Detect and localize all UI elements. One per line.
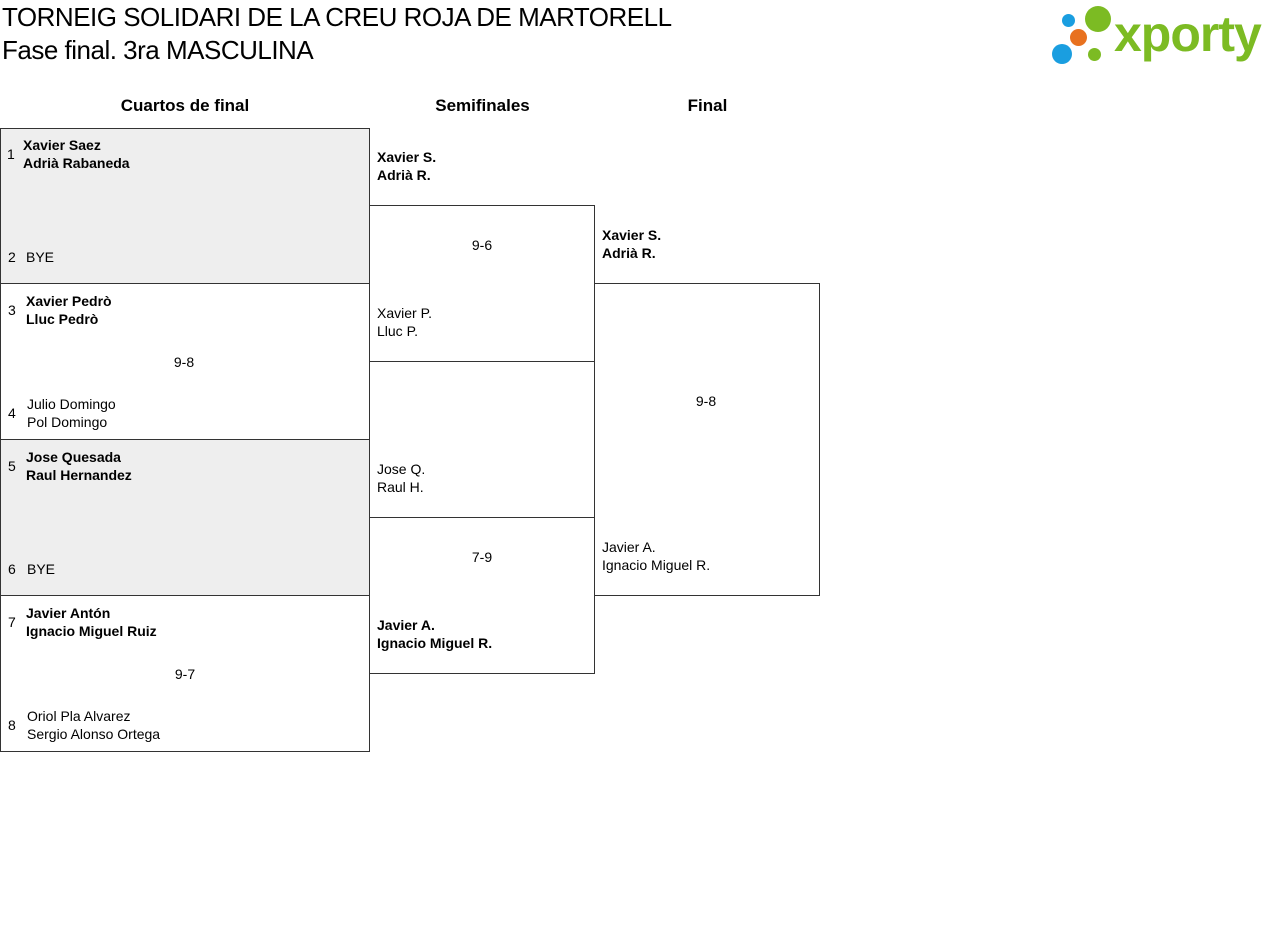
logo-text: xporty <box>1114 6 1262 62</box>
qf4-top-player-1: Javier Antón <box>26 605 111 621</box>
qf3-top-player-1: Jose Quesada <box>26 449 121 465</box>
sf2-bottom-player-2: Ignacio Miguel R. <box>377 635 493 651</box>
tournament-title: TORNEIG SOLIDARI DE LA CREU ROJA DE MART… <box>2 2 672 32</box>
sf2-top-player-2: Raul H. <box>377 479 424 495</box>
qf3-bye-label: BYE <box>27 561 56 577</box>
qf-match-3[interactable] <box>0 439 370 596</box>
qf4-top-player-2: Ignacio Miguel Ruiz <box>26 623 157 639</box>
seed-number: 7 <box>8 614 16 630</box>
seed-number: 3 <box>8 302 16 318</box>
logo-green-dot <box>1085 6 1111 32</box>
final-bottom-player-2: Ignacio Miguel R. <box>602 557 711 573</box>
seed-number: 5 <box>8 458 16 474</box>
final-top-player-1: Xavier S. <box>602 227 662 243</box>
seed-number: 8 <box>8 717 16 733</box>
logo-blue-dot <box>1062 14 1075 27</box>
qf4-bottom-player-1: Oriol Pla Alvarez <box>27 708 131 724</box>
sf1-score: 9-6 <box>471 237 493 253</box>
qf3-top-player-2: Raul Hernandez <box>26 467 132 483</box>
round-header-final: Final <box>687 96 728 115</box>
final-match[interactable] <box>594 283 820 596</box>
logo-green-dot-small <box>1088 48 1101 61</box>
logo-orange-dot <box>1070 29 1087 46</box>
seed-number: 2 <box>8 249 16 265</box>
sf1-bottom-player-1: Xavier P. <box>377 305 432 321</box>
qf4-score: 9-7 <box>174 666 196 682</box>
sf1-top-player-1: Xavier S. <box>377 149 437 165</box>
tournament-subtitle: Fase final. 3ra MASCULINA <box>2 35 314 65</box>
seed-number: 1 <box>7 146 15 162</box>
xporty-logo[interactable]: xporty <box>1050 4 1278 68</box>
qf2-score: 9-8 <box>173 354 195 370</box>
final-score: 9-8 <box>695 393 717 409</box>
sf2-top-player-1: Jose Q. <box>377 461 426 477</box>
sf2-bottom-player-1: Javier A. <box>377 617 435 633</box>
round-header-semifinals: Semifinales <box>435 96 530 115</box>
round-header-quarterfinals: Cuartos de final <box>120 96 250 115</box>
qf2-bottom-player-1: Julio Domingo <box>27 396 116 412</box>
sf1-bottom-player-2: Lluc P. <box>377 323 418 339</box>
final-bottom-player-1: Javier A. <box>602 539 656 555</box>
qf-match-1[interactable] <box>0 128 370 284</box>
seed-number: 4 <box>8 405 16 421</box>
logo-blue-dot-large <box>1052 44 1072 64</box>
qf2-bottom-player-2: Pol Domingo <box>27 414 108 430</box>
sf2-score: 7-9 <box>471 549 493 565</box>
seed-number: 6 <box>8 561 16 577</box>
qf2-top-player-2: Lluc Pedrò <box>26 311 99 327</box>
qf1-bye-label: BYE <box>26 249 55 265</box>
qf1-top-player-1: Xavier Saez <box>23 137 101 153</box>
sf1-top-player-2: Adrià R. <box>377 167 431 183</box>
qf4-bottom-player-2: Sergio Alonso Ortega <box>27 726 161 742</box>
qf2-top-player-1: Xavier Pedrò <box>26 293 112 309</box>
final-top-player-2: Adrià R. <box>602 245 656 261</box>
qf1-top-player-2: Adrià Rabaneda <box>23 155 130 171</box>
